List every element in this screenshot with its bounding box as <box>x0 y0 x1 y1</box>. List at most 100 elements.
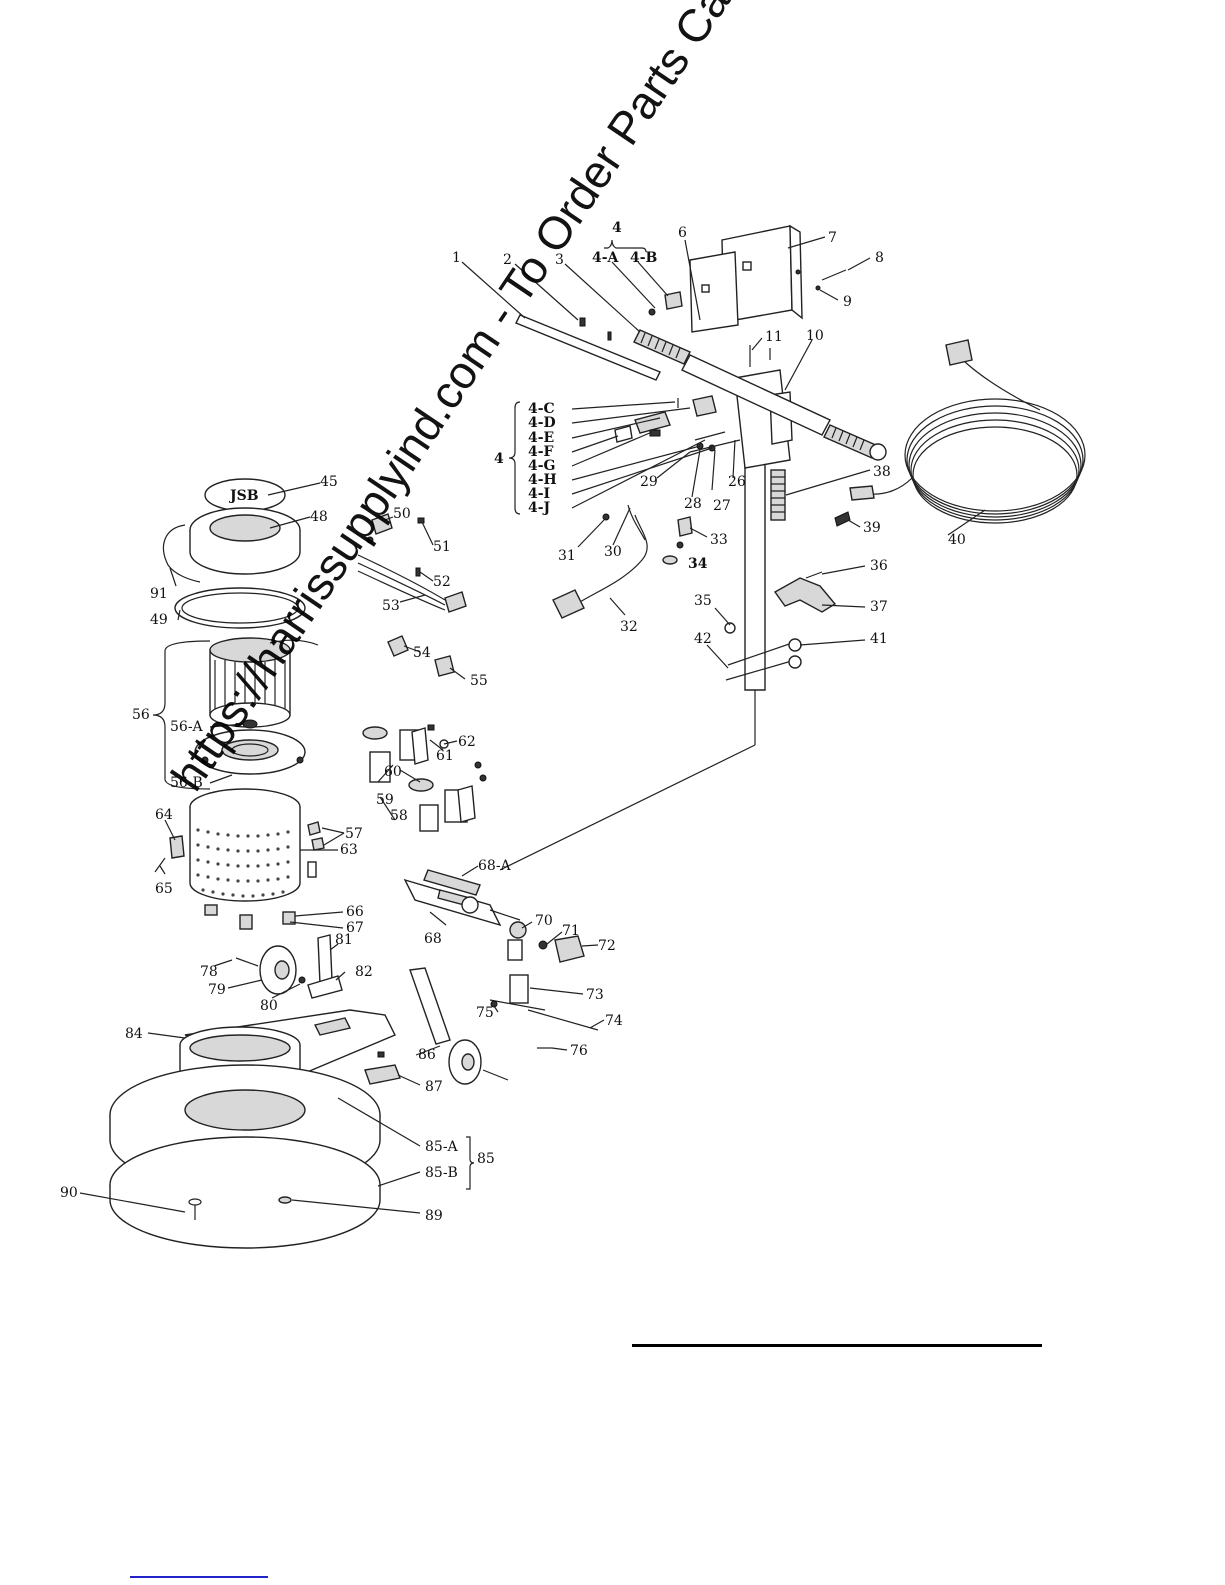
label-70: 70 <box>535 913 553 929</box>
label-4-C: 4-C <box>528 401 555 417</box>
label-74: 74 <box>605 1013 623 1029</box>
label-9: 9 <box>843 294 852 310</box>
label-67: 67 <box>346 920 364 936</box>
label-27: 27 <box>713 498 731 514</box>
label-68: 68 <box>424 931 442 947</box>
label-45: 45 <box>320 474 338 490</box>
label-48: 48 <box>310 509 328 525</box>
label-11: 11 <box>765 329 783 345</box>
electrical-small-parts <box>357 513 467 677</box>
label-4-D: 4-D <box>528 415 556 431</box>
svg-text:JSB: JSB <box>228 488 259 504</box>
spring-3 <box>633 329 691 365</box>
label-65: 65 <box>155 881 173 897</box>
label-4-A: 4-A <box>592 250 620 266</box>
label-54: 54 <box>413 645 431 661</box>
label-75: 75 <box>476 1005 494 1021</box>
label-85: 85 <box>477 1151 495 1167</box>
label-26: 26 <box>728 474 746 490</box>
label-68-A: 68-A <box>478 858 512 874</box>
label-52: 52 <box>433 574 451 590</box>
label-63: 63 <box>340 842 358 858</box>
label-90: 90 <box>60 1185 78 1201</box>
label-37: 37 <box>870 599 888 615</box>
label-36: 36 <box>870 558 888 574</box>
label-76: 76 <box>570 1043 588 1059</box>
label-30: 30 <box>604 544 622 560</box>
label-38: 38 <box>873 464 891 480</box>
label-40: 40 <box>948 532 966 548</box>
label-41: 41 <box>870 631 888 647</box>
label-4-group-left: 4 <box>494 451 504 467</box>
part-number-labels: 1 2 3 4 4-A 4-B 6 7 8 9 10 11 4-C 4-D 4-… <box>60 220 966 1224</box>
label-31: 31 <box>558 548 576 564</box>
label-79: 79 <box>208 982 226 998</box>
label-72: 72 <box>598 938 616 954</box>
label-50: 50 <box>393 506 411 522</box>
label-7: 7 <box>828 230 837 246</box>
label-61: 61 <box>436 748 454 764</box>
label-51: 51 <box>433 539 451 555</box>
signature-line <box>632 1344 1042 1347</box>
label-56: 56 <box>132 707 150 723</box>
label-4-J: 4-J <box>528 500 551 516</box>
label-81: 81 <box>335 932 353 948</box>
label-80: 80 <box>260 998 278 1014</box>
label-57: 57 <box>345 826 363 842</box>
label-62: 62 <box>458 734 476 750</box>
label-8: 8 <box>875 250 884 266</box>
label-82: 82 <box>355 964 373 980</box>
label-64: 64 <box>155 807 173 823</box>
label-3: 3 <box>555 252 564 268</box>
label-56-A: 56-A <box>170 719 204 735</box>
label-35: 35 <box>694 593 712 609</box>
label-29: 29 <box>640 474 658 490</box>
label-56-B: 56-B <box>170 775 203 791</box>
label-86: 86 <box>418 1047 436 1063</box>
label-73: 73 <box>586 987 604 1003</box>
footer-link-underline <box>130 1576 268 1578</box>
power-cord-32 <box>552 504 693 619</box>
label-34: 34 <box>688 556 708 572</box>
label-85-B: 85-B <box>425 1165 458 1181</box>
label-53: 53 <box>382 598 400 614</box>
label-4-I: 4-I <box>528 486 550 502</box>
motor-assembly: JSB <box>154 478 325 930</box>
label-84: 84 <box>125 1026 143 1042</box>
power-cord-40 <box>849 339 1086 524</box>
label-4-B: 4-B <box>630 250 658 266</box>
label-10: 10 <box>806 328 824 344</box>
switch-components <box>614 395 741 453</box>
shroud-perforations <box>196 828 290 898</box>
label-4-G: 4-G <box>528 458 556 474</box>
label-6: 6 <box>678 225 687 241</box>
label-4-H: 4-H <box>528 472 557 488</box>
spring-right <box>823 424 887 461</box>
label-85-A: 85-A <box>425 1139 459 1155</box>
label-4-group-top: 4 <box>612 220 622 236</box>
label-66: 66 <box>346 904 364 920</box>
lower-mechanism <box>109 869 599 1249</box>
label-33: 33 <box>710 532 728 548</box>
label-42: 42 <box>694 631 712 647</box>
label-87: 87 <box>425 1079 443 1095</box>
label-49: 49 <box>150 612 168 628</box>
label-59: 59 <box>376 792 394 808</box>
label-71: 71 <box>562 923 580 939</box>
label-55: 55 <box>470 673 488 689</box>
label-60: 60 <box>384 764 402 780</box>
label-91: 91 <box>150 586 168 602</box>
label-2: 2 <box>503 252 512 268</box>
leader-lines <box>79 236 986 1214</box>
handle-assembly <box>499 224 887 871</box>
label-28: 28 <box>684 496 702 512</box>
label-58: 58 <box>390 808 408 824</box>
label-32: 32 <box>620 619 638 635</box>
label-4-F: 4-F <box>528 444 554 460</box>
label-1: 1 <box>452 250 461 266</box>
label-78: 78 <box>200 964 218 980</box>
label-4-E: 4-E <box>528 430 554 446</box>
label-39: 39 <box>863 520 881 536</box>
label-89: 89 <box>425 1208 443 1224</box>
